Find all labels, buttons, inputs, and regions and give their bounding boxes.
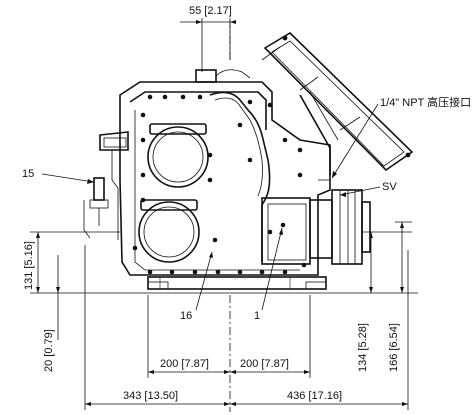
- dim-width-343: 343 [13.50]: [123, 390, 178, 402]
- dim-width-436: 436 [17.16]: [287, 390, 342, 402]
- bolt-pattern: [132, 94, 307, 275]
- callout-item-1: 1: [254, 310, 260, 322]
- dimension-lines: [30, 18, 418, 410]
- dim-left-131: 131 [5.16]: [23, 241, 35, 290]
- top-stem: [195, 50, 251, 83]
- dim-width-200-left: 200 [7.87]: [160, 358, 209, 370]
- leader-lines: [41, 103, 381, 311]
- dim-left-20: 20 [0.79]: [43, 329, 55, 372]
- dim-top-55: 55 [2.17]: [189, 5, 232, 17]
- dim-right-134: 134 [5.28]: [357, 323, 369, 372]
- sv-valve: [309, 179, 371, 265]
- callout-item-15: 15: [22, 168, 34, 180]
- angled-actuator: [261, 31, 414, 175]
- dim-right-166: 166 [6.54]: [388, 323, 400, 372]
- callout-npt-port: 1/4" NPT 高压接口: [380, 95, 471, 109]
- item-15-fitting: [83, 177, 109, 239]
- upper-gear: [147, 123, 209, 188]
- base-plate: [147, 276, 327, 290]
- callout-sv: SV: [382, 181, 397, 193]
- dim-width-200-right: 200 [7.87]: [240, 358, 289, 370]
- callout-item-16: 16: [180, 310, 192, 322]
- lower-gear: [138, 199, 200, 263]
